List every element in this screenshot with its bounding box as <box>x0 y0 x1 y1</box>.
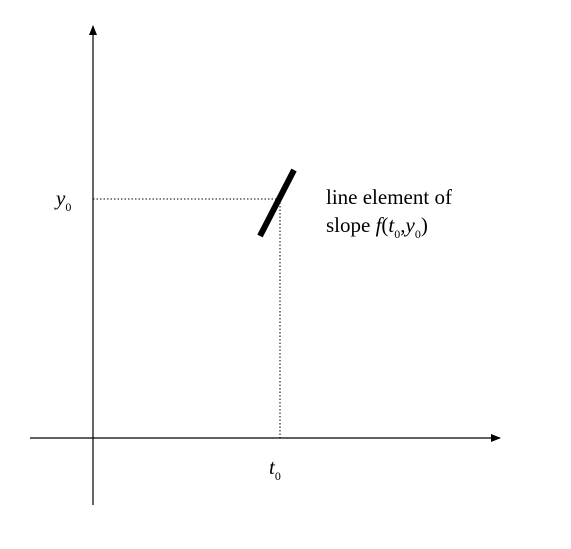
t0-label-sub: 0 <box>275 469 281 483</box>
t0-label: t0 <box>269 455 281 483</box>
y0-label-sub: 0 <box>65 200 71 214</box>
annotation-open-paren: ( <box>381 213 388 237</box>
annotation-y-sub: 0 <box>415 227 421 241</box>
t0-label-base: t <box>269 455 276 479</box>
annotation-t-sub: 0 <box>394 227 400 241</box>
annotation-slope-word: slope <box>326 213 376 237</box>
annotation-line-1: line element of <box>326 185 452 209</box>
annotation-y: y <box>404 213 416 237</box>
y0-label-base: y <box>54 186 66 210</box>
line-element <box>257 168 297 238</box>
annotation-func: f <box>376 213 385 237</box>
y0-label: y0 <box>54 186 71 214</box>
annotation-line-2: slope f(t0,y0) <box>326 213 428 241</box>
annotation-t: t <box>388 213 395 237</box>
annotation-comma: , <box>400 213 405 237</box>
annotation-close-paren: ) <box>421 213 428 237</box>
